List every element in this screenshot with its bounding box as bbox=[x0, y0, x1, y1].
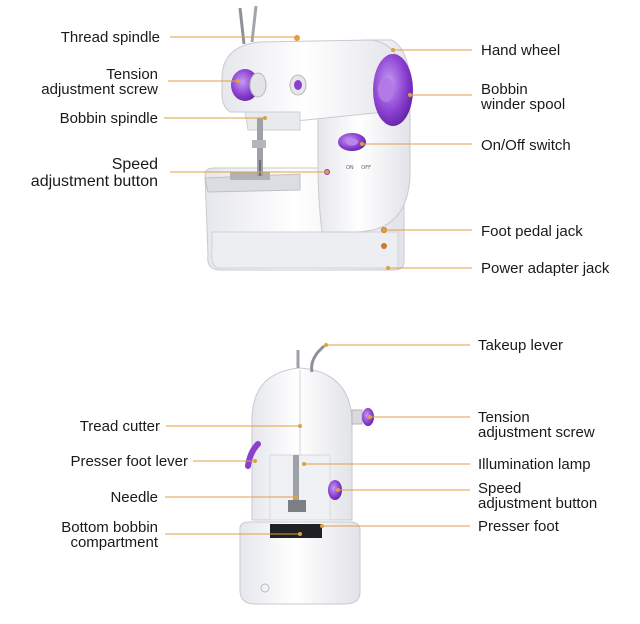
label-line: adjustment button bbox=[478, 496, 597, 511]
label-line: Thread spindle bbox=[61, 30, 160, 45]
label-on-off-switch: On/Off switch bbox=[481, 138, 571, 153]
label-line: Bobbin bbox=[481, 82, 565, 97]
label-takeup-lever: Takeup lever bbox=[478, 338, 563, 353]
label-needle: Needle bbox=[110, 490, 158, 505]
label-bottom-bobbin-compartment: Bottom bobbin compartment bbox=[61, 520, 158, 550]
label-line: Bobbin spindle bbox=[60, 111, 158, 126]
label-line: Speed bbox=[31, 156, 158, 173]
label-presser-foot-lever: Presser foot lever bbox=[70, 454, 188, 469]
label-hand-wheel: Hand wheel bbox=[481, 43, 560, 58]
sewing-machine-side-image bbox=[240, 346, 374, 604]
label-foot-pedal-jack: Foot pedal jack bbox=[481, 224, 583, 239]
switch-mark-on: ON bbox=[346, 165, 354, 171]
label-tread-cutter: Tread cutter bbox=[80, 419, 160, 434]
label-line: Hand wheel bbox=[481, 43, 560, 58]
label-line: Illumination lamp bbox=[478, 457, 591, 472]
label-bobbin-spindle: Bobbin spindle bbox=[60, 111, 158, 126]
label-line: Presser foot bbox=[478, 519, 559, 534]
label-line: adjustment screw bbox=[41, 82, 158, 97]
label-presser-foot: Presser foot bbox=[478, 519, 559, 534]
label-line: Power adapter jack bbox=[481, 261, 609, 276]
label-line: Tension bbox=[41, 67, 158, 82]
label-line: adjustment screw bbox=[478, 425, 595, 440]
label-line: Speed bbox=[478, 481, 597, 496]
label-illumination-lamp: Illumination lamp bbox=[478, 457, 591, 472]
label-bobbin-winder-spool: Bobbin winder spool bbox=[481, 82, 565, 112]
label-line: Tension bbox=[478, 410, 595, 425]
label-line: winder spool bbox=[481, 97, 565, 112]
label-speed-adjustment-button: Speed adjustment button bbox=[31, 156, 158, 190]
label-line: Takeup lever bbox=[478, 338, 563, 353]
label-line: On/Off switch bbox=[481, 138, 571, 153]
label-line: Needle bbox=[110, 490, 158, 505]
label-line: compartment bbox=[61, 535, 158, 550]
label-power-adapter-jack: Power adapter jack bbox=[481, 261, 609, 276]
label-line: Tread cutter bbox=[80, 419, 160, 434]
switch-mark-off: OFF bbox=[361, 165, 371, 171]
label-tension-adjustment-screw-2: Tension adjustment screw bbox=[478, 410, 595, 440]
label-thread-spindle: Thread spindle bbox=[61, 30, 160, 45]
label-line: Bottom bobbin bbox=[61, 520, 158, 535]
label-line: Foot pedal jack bbox=[481, 224, 583, 239]
label-line: adjustment button bbox=[31, 173, 158, 190]
label-line: Presser foot lever bbox=[70, 454, 188, 469]
label-speed-adjustment-button-2: Speed adjustment button bbox=[478, 481, 597, 511]
label-tension-adjustment-screw: Tension adjustment screw bbox=[41, 67, 158, 97]
sewing-machine-front-image bbox=[205, 6, 413, 270]
switch-marks: ON OFF bbox=[346, 166, 371, 171]
